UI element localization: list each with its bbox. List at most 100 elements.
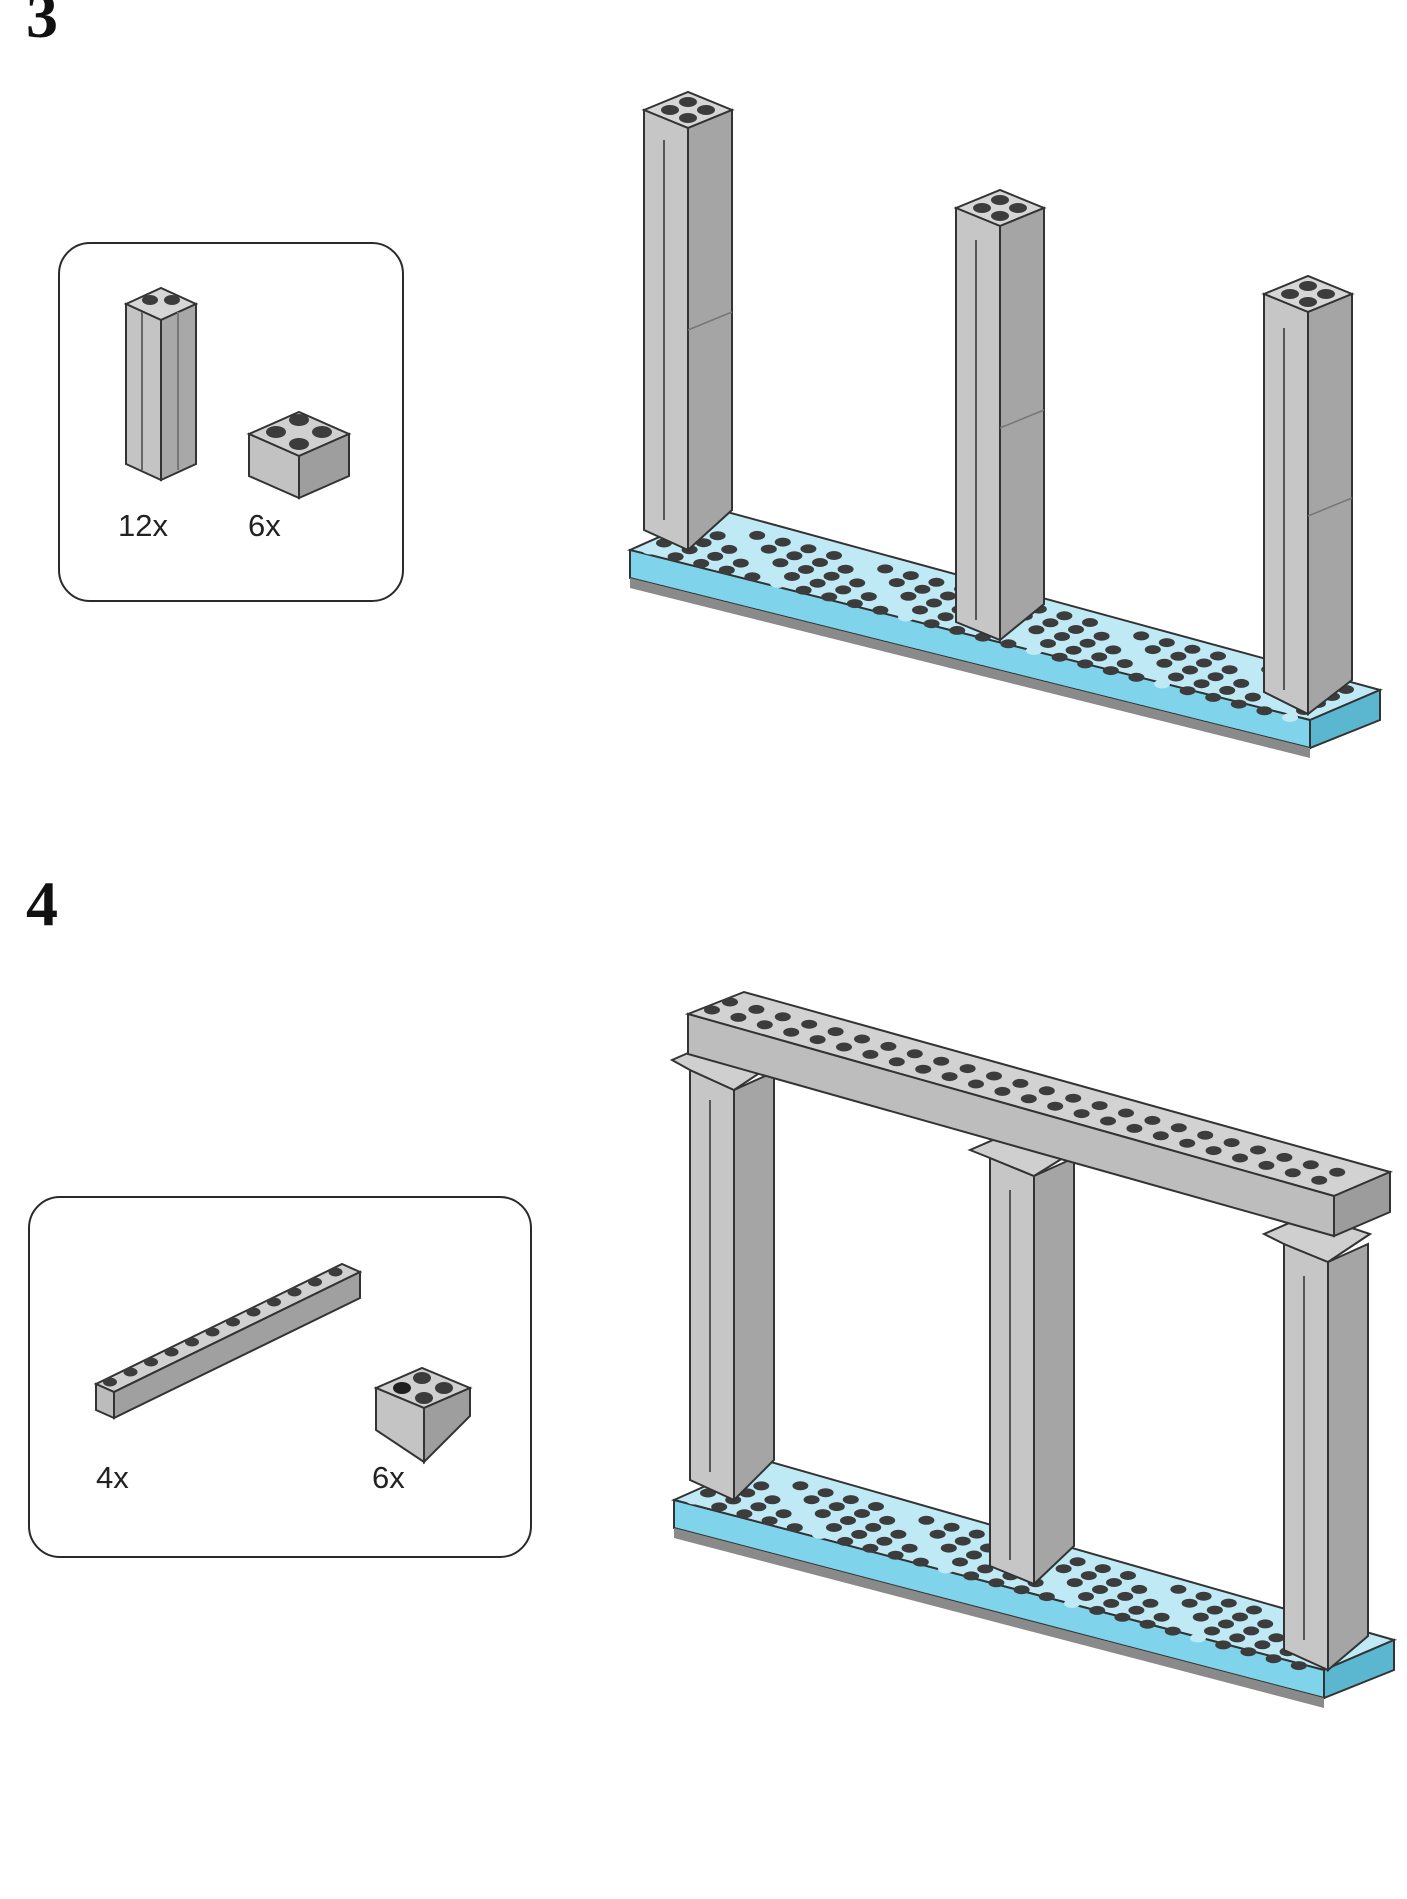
stud <box>1193 679 1210 689</box>
stud <box>1184 644 1201 654</box>
stud <box>863 571 880 581</box>
stud <box>888 578 905 588</box>
stud <box>1094 1564 1111 1574</box>
stud <box>749 530 766 540</box>
stud <box>904 1522 921 1532</box>
stud <box>1167 1605 1184 1615</box>
stud <box>862 1049 879 1059</box>
stud <box>205 1327 220 1337</box>
stud <box>952 1557 968 1567</box>
stud <box>1206 1605 1223 1615</box>
stud <box>1218 1619 1234 1629</box>
part-quantity: 12x <box>118 508 168 543</box>
stud <box>784 572 800 581</box>
stud <box>1107 624 1124 634</box>
stud <box>778 1488 795 1498</box>
stud <box>914 584 931 594</box>
stud <box>954 1536 971 1546</box>
stud <box>1117 1591 1134 1601</box>
stud <box>770 579 786 588</box>
stud <box>1204 1626 1220 1636</box>
column-right <box>1261 274 1355 717</box>
stud <box>968 1079 984 1089</box>
part-quantity: 6x <box>372 1460 405 1495</box>
stud <box>1265 1654 1282 1664</box>
stud <box>1089 1605 1106 1615</box>
stud <box>1243 1626 1260 1636</box>
stud <box>1158 638 1175 648</box>
stud <box>1139 1619 1156 1629</box>
stud <box>876 1536 893 1546</box>
stud <box>826 1523 842 1532</box>
stud <box>851 557 868 567</box>
stud <box>1092 1585 1108 1594</box>
stud <box>1170 1123 1187 1133</box>
stud <box>735 537 752 547</box>
stud <box>877 564 894 574</box>
stud <box>1311 1175 1328 1185</box>
stud <box>937 612 954 622</box>
step-3-parts-callout: 12x 6x <box>58 242 404 602</box>
stud <box>1179 686 1196 696</box>
stud <box>826 551 842 560</box>
stud <box>1290 1661 1307 1671</box>
stud <box>1190 1633 1206 1643</box>
2x2-brick-icon <box>246 410 352 500</box>
stud <box>941 1072 958 1082</box>
stud <box>1178 1619 1195 1629</box>
stud <box>1145 1577 1162 1587</box>
stud <box>686 1495 702 1505</box>
stud <box>1013 1585 1030 1595</box>
column-middle <box>989 1156 1075 1587</box>
step-4-number: 4 <box>26 868 58 939</box>
stud <box>1100 1116 1116 1126</box>
stud <box>1068 625 1084 634</box>
stud <box>267 1297 281 1307</box>
stud <box>1210 651 1226 661</box>
stud <box>809 1035 826 1045</box>
stud <box>835 585 852 595</box>
stud <box>730 1012 747 1022</box>
stud <box>900 591 917 601</box>
stud <box>1254 1640 1271 1650</box>
stud <box>837 1536 854 1546</box>
stud <box>1244 692 1261 702</box>
stud <box>1197 1130 1214 1140</box>
stud <box>888 1057 905 1067</box>
stud <box>1064 1599 1080 1608</box>
stud <box>1073 1109 1090 1119</box>
stud <box>1131 1584 1148 1594</box>
stud <box>912 1557 929 1567</box>
stud <box>809 578 826 588</box>
stud <box>723 524 740 534</box>
stud <box>872 605 889 615</box>
stud <box>1215 1640 1232 1650</box>
stud <box>308 1277 322 1287</box>
stud <box>1230 699 1247 709</box>
stud <box>1065 1093 1082 1103</box>
stud <box>865 1522 882 1532</box>
stud <box>1079 638 1096 648</box>
stud <box>693 558 710 568</box>
stud <box>801 1019 818 1029</box>
stud <box>1196 658 1212 668</box>
stud <box>667 552 684 562</box>
stud <box>1028 625 1045 635</box>
1x12-brick-icon <box>93 1262 363 1420</box>
stud <box>1118 1108 1134 1118</box>
stud <box>1164 1626 1181 1636</box>
stud <box>860 592 877 602</box>
stud <box>1181 1598 1198 1608</box>
stud <box>1154 679 1170 689</box>
stud <box>849 578 866 588</box>
stud <box>1144 645 1161 655</box>
stud <box>902 571 919 581</box>
stud <box>928 577 945 587</box>
stud <box>890 1529 907 1539</box>
stud <box>1232 1153 1248 1163</box>
stud <box>1205 1146 1222 1156</box>
stud <box>1056 611 1073 621</box>
stud <box>772 558 789 568</box>
stud <box>840 1516 856 1525</box>
stud <box>817 1488 834 1498</box>
